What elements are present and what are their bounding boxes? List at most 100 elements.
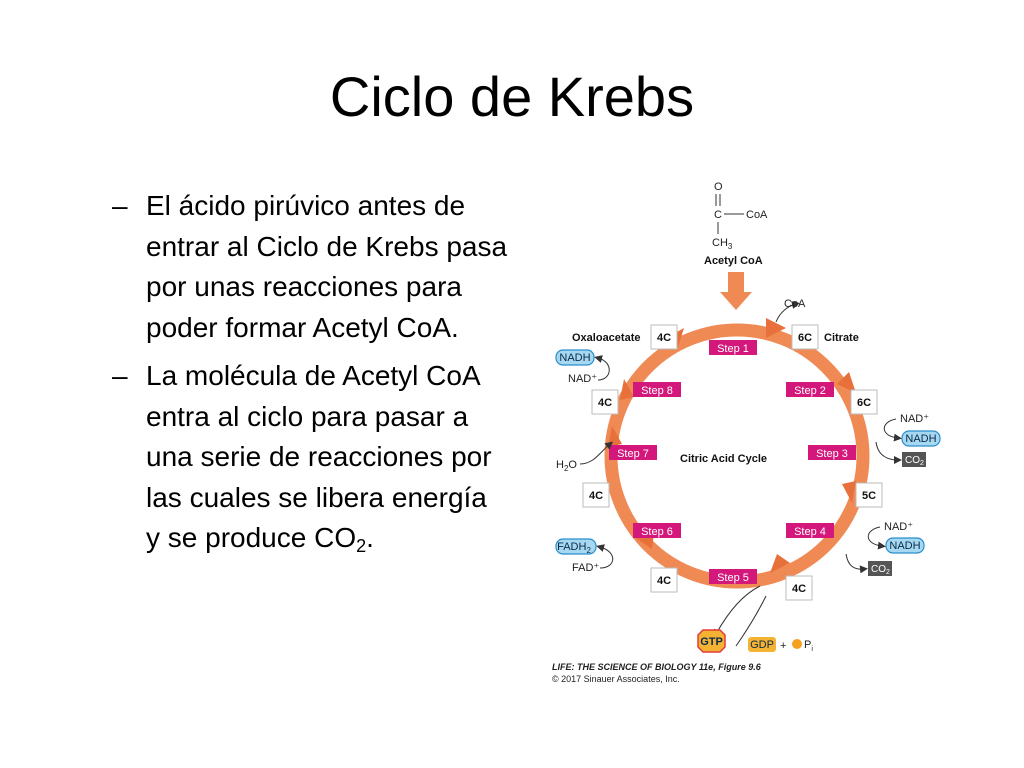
ring-arrowhead <box>842 481 856 503</box>
slide-title: Ciclo de Krebs <box>329 65 695 128</box>
bullet-text: El ácido pirúvico antes de entrar al Cic… <box>146 190 508 343</box>
bullet-dash: – <box>112 360 128 391</box>
fadh-label: FADH2 <box>557 541 591 555</box>
svg-text:Step 3: Step 3 <box>816 448 848 460</box>
water-input: H2O <box>556 441 614 473</box>
svg-text:Step 4: Step 4 <box>794 526 826 538</box>
nadh-arrow <box>883 418 902 442</box>
ring-arrowhead <box>837 372 856 393</box>
carbon-boxes: 4C 6C 6C 5C 4C 4C 4C 4C <box>582 324 883 601</box>
ring-arrowhead <box>766 318 786 338</box>
co2-arrow <box>875 441 902 464</box>
svg-text:6C: 6C <box>857 397 871 409</box>
fadh-arrow <box>596 544 614 569</box>
step-label: Step 4 <box>786 523 834 538</box>
gtp-arrow <box>714 585 761 638</box>
svg-text:Step 8: Step 8 <box>641 385 673 397</box>
co2-label: CO2 <box>871 564 890 576</box>
coa-release-label: CoA <box>784 298 806 310</box>
svg-text:6C: 6C <box>798 332 812 344</box>
step5-gtp-output: GTP GDP + Pi <box>697 585 813 653</box>
gdp-badge <box>748 637 776 652</box>
water-arrow <box>579 441 614 465</box>
svg-text:Step 7: Step 7 <box>617 448 649 460</box>
bullet-text: La molécula de Acetyl CoA entra al ciclo… <box>146 360 492 553</box>
oxygen-atom: O <box>714 181 723 193</box>
bullet-item: –La molécula de Acetyl CoA entra al cicl… <box>108 356 508 567</box>
svg-text:Step 5: Step 5 <box>717 572 749 584</box>
bullet-item: –El ácido pirúvico antes de entrar al Ci… <box>108 186 508 348</box>
nadh-pill <box>885 537 925 554</box>
carbon-box: 5C <box>855 482 883 508</box>
svg-text:Step 6: Step 6 <box>641 526 673 538</box>
step-label: Step 7 <box>609 445 657 460</box>
co2-arrow <box>845 553 868 574</box>
phosphate-dot <box>792 639 802 649</box>
svg-text:4C: 4C <box>657 332 671 344</box>
step-label: Step 8 <box>633 382 681 397</box>
plus-sign: + <box>780 640 786 652</box>
carbon-box: 6C <box>850 389 878 415</box>
ring-arrowhead <box>770 554 790 573</box>
svg-text:5C: 5C <box>862 490 876 502</box>
phosphate-label: Pi <box>804 639 813 653</box>
carbon-box: 4C <box>650 567 678 593</box>
step-label: Step 6 <box>633 523 681 538</box>
gtp-label: GTP <box>700 636 723 648</box>
carbon-box: 4C <box>650 324 678 350</box>
fadh-pill <box>555 538 597 555</box>
coa-release-arrow <box>775 301 800 323</box>
entry-arrow <box>720 272 752 310</box>
acetyl-coa-label: Acetyl CoA <box>704 255 763 267</box>
nadh-arrow <box>867 526 886 550</box>
co2-box <box>902 452 926 467</box>
figure-caption: LIFE: THE SCIENCE OF BIOLOGY 11e, Figure… <box>552 662 762 672</box>
co2-label: CO2 <box>905 455 924 467</box>
gtp-badge <box>697 629 726 653</box>
krebs-cycle-diagram: O C CoA CH3 Acetyl CoA CoA Citric Acid C… <box>552 181 941 684</box>
carbon-atom: C <box>714 209 722 221</box>
nadh-arrow <box>594 355 610 381</box>
gdp-arrow <box>735 595 767 647</box>
step-label: Step 5 <box>709 569 757 584</box>
gdp-label: GDP <box>750 639 774 651</box>
svg-text:4C: 4C <box>657 575 671 587</box>
co2-box <box>868 561 892 576</box>
coa-group: CoA <box>746 209 768 221</box>
step6-fadh-output: FADH2 FAD⁺ <box>555 538 614 574</box>
nad-plus-label: NAD⁺ <box>884 521 913 533</box>
cycle-center-label: Citric Acid Cycle <box>680 453 767 465</box>
step8-nadh-output: NADH NAD⁺ <box>555 349 610 385</box>
nadh-pill <box>555 349 595 366</box>
carbon-box: 6C <box>791 324 819 350</box>
methyl-group: CH3 <box>712 237 733 251</box>
bullet-tail: . <box>366 522 374 553</box>
nad-plus-label: NAD⁺ <box>900 413 929 425</box>
svg-text:Step 1: Step 1 <box>717 343 749 355</box>
svg-text:Step 2: Step 2 <box>794 385 826 397</box>
svg-text:4C: 4C <box>792 583 806 595</box>
acetyl-coa-molecule: O C CoA CH3 Acetyl CoA <box>704 181 768 267</box>
nadh-label: NADH <box>559 352 590 364</box>
ring-arrowhead <box>620 379 634 400</box>
svg-text:4C: 4C <box>589 490 603 502</box>
svg-text:4C: 4C <box>598 397 612 409</box>
bullet-list: –El ácido pirúvico antes de entrar al Ci… <box>108 186 508 575</box>
ring-arrowheads <box>608 318 856 573</box>
step-label: Step 1 <box>709 340 757 355</box>
step-labels: Step 1 Step 2 Step 3 Step 4 Step 5 Step … <box>609 340 856 584</box>
nad-plus-label: NAD⁺ <box>568 373 597 385</box>
carbon-box: 4C <box>582 482 610 508</box>
nadh-label: NADH <box>889 540 920 552</box>
carbon-box: 4C <box>591 389 619 415</box>
step4-outputs: NAD⁺ NADH CO2 <box>845 521 925 576</box>
step-label: Step 2 <box>786 382 834 397</box>
copyright-line: © 2017 Sinauer Associates, Inc. <box>552 674 680 684</box>
step-label: Step 3 <box>808 445 856 460</box>
bullet-dash: – <box>112 190 128 221</box>
bullet-subscript: 2 <box>356 536 367 556</box>
nadh-pill <box>901 430 941 447</box>
nadh-label: NADH <box>905 433 936 445</box>
water-label: H2O <box>556 459 577 473</box>
fad-plus-label: FAD⁺ <box>572 562 599 574</box>
